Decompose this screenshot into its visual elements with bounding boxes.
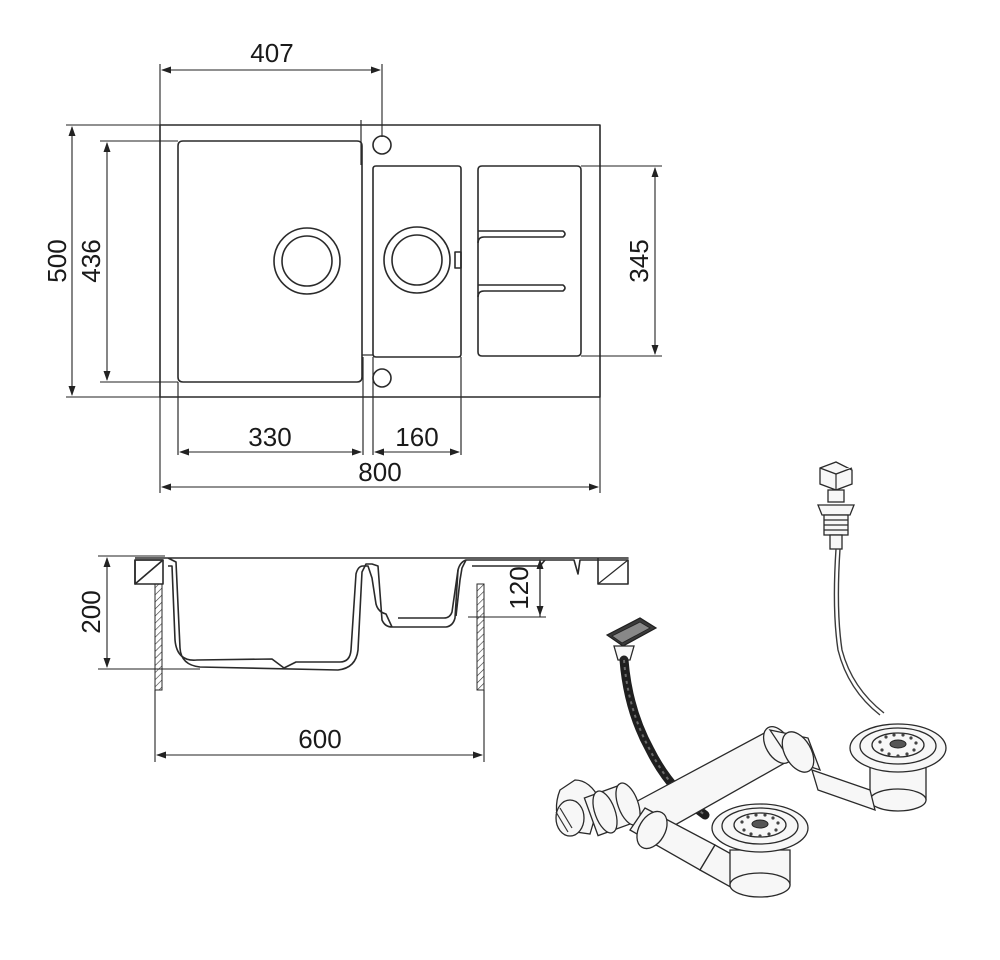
strainer-basket-left — [711, 803, 809, 898]
counter-left-block — [134, 559, 164, 585]
tap-hole-bottom — [372, 368, 392, 388]
popup-knob — [817, 461, 855, 550]
dim-800-label: 800 — [358, 457, 401, 487]
cabinet-wall-left — [154, 583, 163, 691]
strainer-basket-right — [811, 723, 947, 812]
top-view: 407 500 436 345 330 160 800 — [42, 38, 662, 493]
main-bowl-outline — [177, 140, 363, 383]
overflow-slot — [454, 251, 462, 269]
dim-160-label: 160 — [395, 422, 438, 452]
dim-200-label: 200 — [76, 590, 106, 633]
main-bowl-drain-inner — [281, 235, 333, 287]
small-bowl-drain — [383, 226, 451, 294]
sink-profile-right-wall — [455, 559, 467, 617]
cabinet-wall-right — [476, 583, 485, 691]
counter-right-block — [597, 559, 629, 585]
main-bowl-drain — [273, 227, 341, 295]
counter-left-diag — [134, 559, 164, 585]
small-bowl-outline — [372, 165, 462, 358]
outlet-elbow — [555, 779, 641, 837]
dim-407-label: 407 — [250, 38, 293, 68]
connecting-pipe — [629, 726, 822, 839]
drainer-outline — [477, 165, 582, 357]
overflow-head — [605, 617, 658, 661]
counter-right-diag — [597, 559, 629, 585]
drain-kit-illustration — [555, 461, 947, 898]
dim-120-label: 120 — [504, 566, 534, 609]
drainer-groove-2 — [477, 284, 566, 298]
side-view: 200 120 600 — [76, 555, 629, 762]
dim-600-label: 600 — [298, 724, 341, 754]
small-bowl-drain-inner — [391, 234, 443, 286]
sink-outline — [159, 124, 601, 398]
drainer-groove-1 — [477, 230, 566, 244]
sink-profile-outer — [135, 557, 629, 671]
dim-436-label: 436 — [76, 239, 106, 282]
sink-profile-inner — [168, 565, 459, 669]
dim-500-label: 500 — [42, 239, 72, 282]
dim-330-label: 330 — [248, 422, 291, 452]
tap-hole-top — [372, 135, 392, 155]
dim-345-label: 345 — [624, 239, 654, 282]
popup-cable-2 — [837, 548, 885, 714]
popup-cable — [833, 548, 881, 716]
sink-rim-right — [472, 559, 546, 567]
